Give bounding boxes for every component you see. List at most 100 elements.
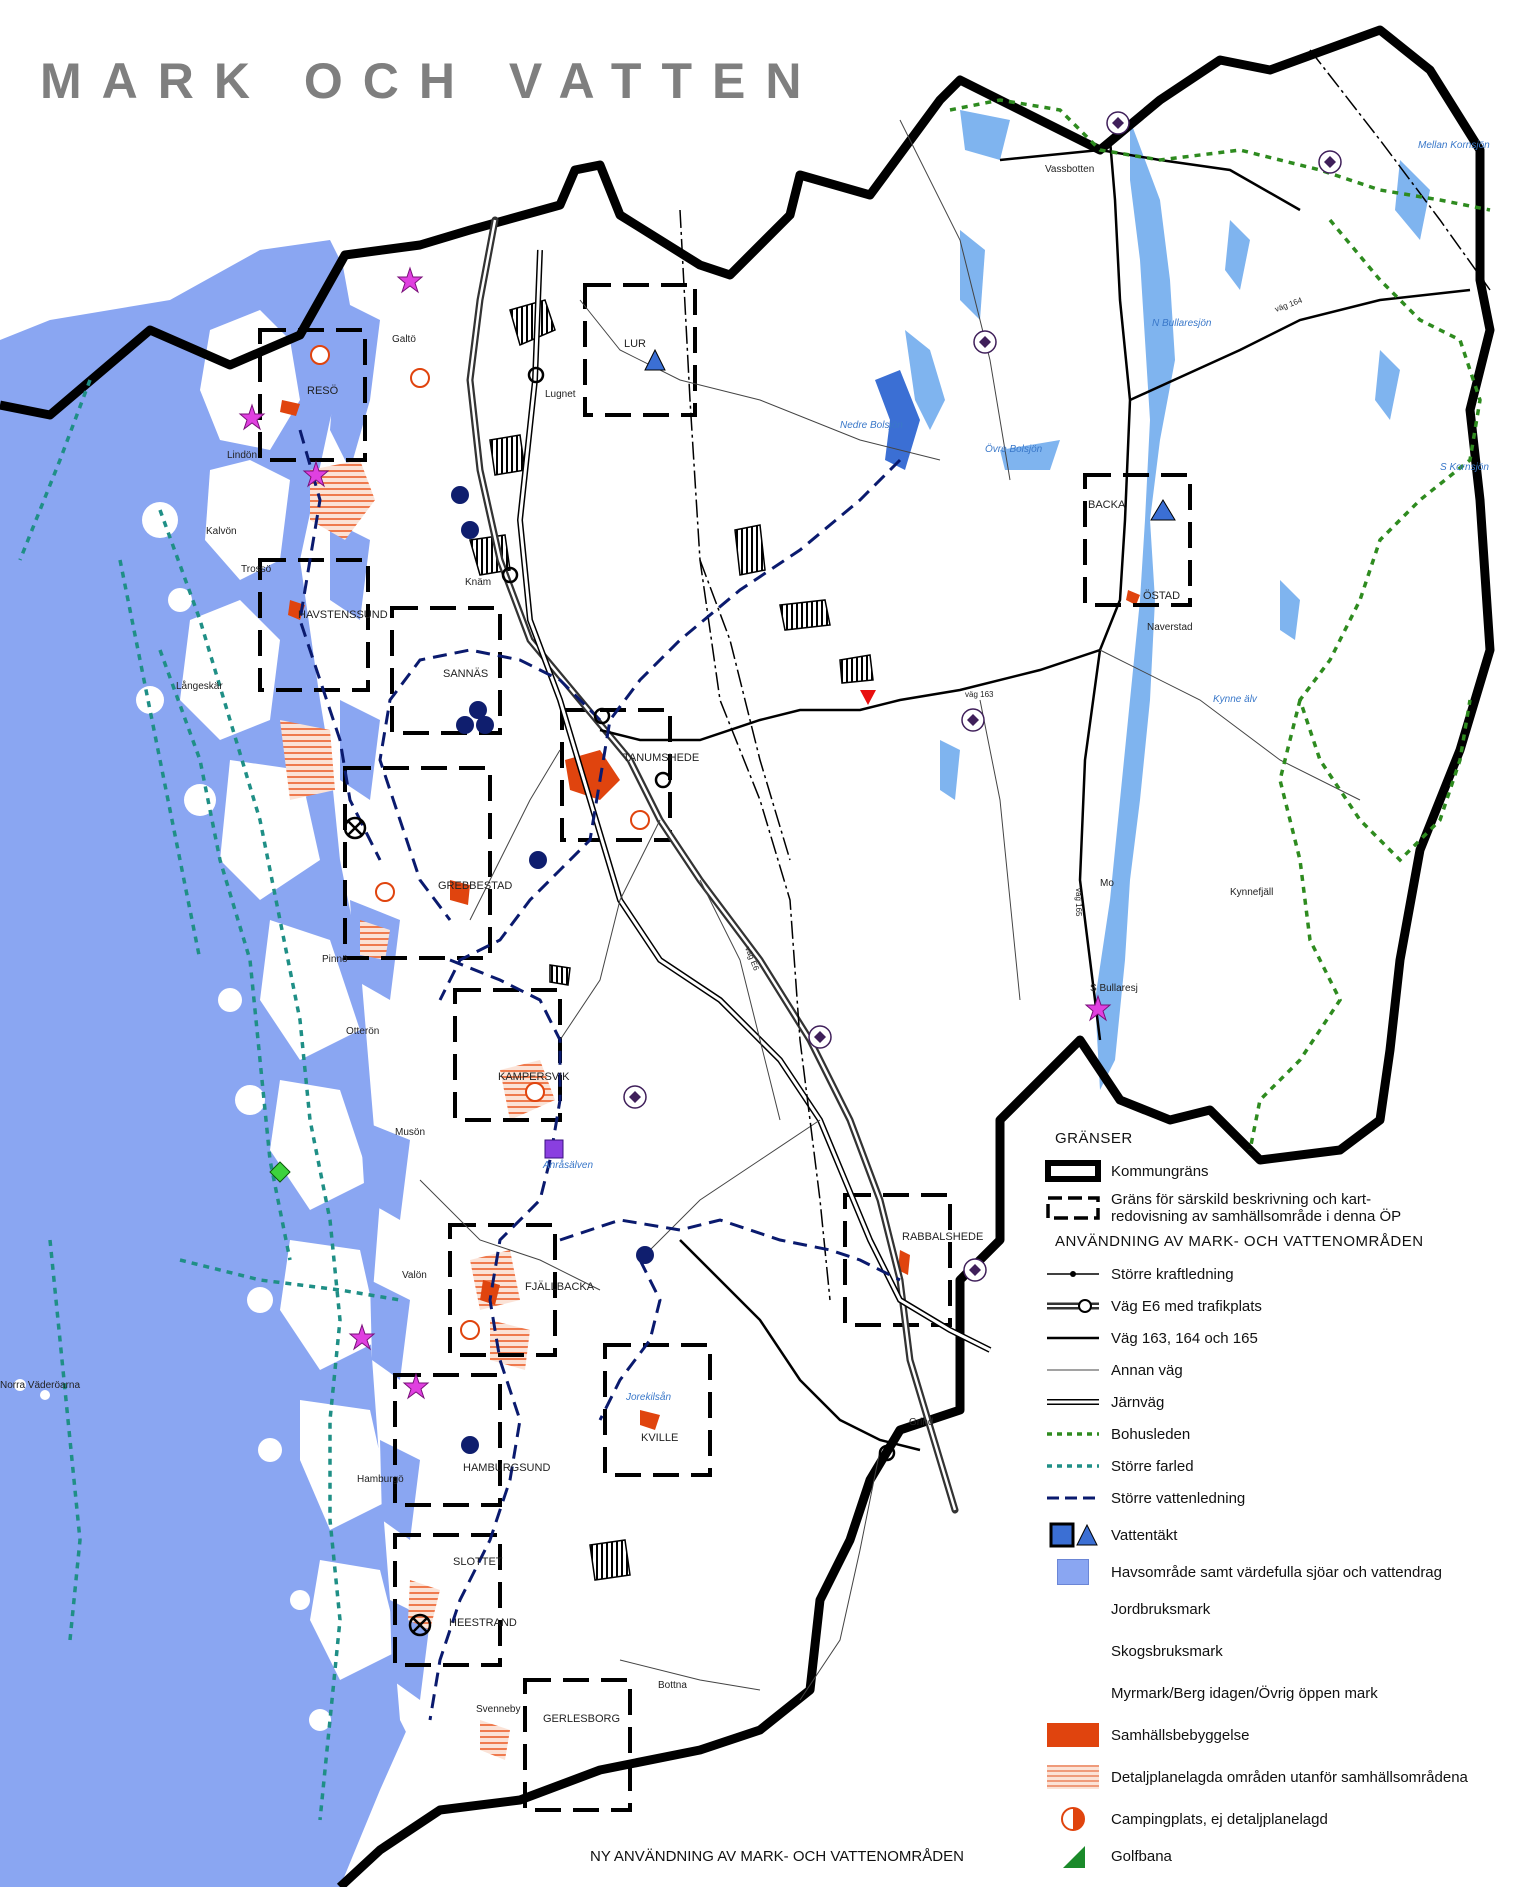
misc-markers (269, 366, 896, 1637)
legend-item-jarnvag: Järnväg (1035, 1386, 1535, 1418)
legend-item-vattenledning: Större vattenledning (1035, 1482, 1535, 1514)
place-label: Vassbotten (1045, 164, 1094, 175)
legend-label: Väg E6 med trafikplats (1111, 1297, 1262, 1315)
legend-label: Campingplats, ej detaljplanelagd (1111, 1810, 1328, 1828)
water-intakes (644, 348, 1176, 521)
water-mains (298, 429, 902, 1721)
legend-label: Större farled (1111, 1457, 1194, 1475)
legend-item-vag: Väg 163, 164 och 165 (1035, 1322, 1535, 1354)
detail-plan-areas (280, 460, 555, 1760)
vattenledning-symbol (1035, 1483, 1111, 1513)
e6-symbol (1035, 1291, 1111, 1321)
legend-item-samhallsgrans: Gräns för särskild beskrivning och kart-… (1035, 1187, 1535, 1229)
legend-label: Större vattenledning (1111, 1489, 1246, 1507)
place-label: KAMPERSVIK (498, 1071, 570, 1083)
place-label: Galtö (392, 334, 416, 345)
lakes (875, 110, 1430, 1090)
kraftledning-symbol (1035, 1259, 1111, 1289)
bohusleden (949, 98, 1491, 1151)
water-label: Jorekilsån (625, 1391, 671, 1403)
water-label: N Bullaresjön (1152, 318, 1212, 329)
place-label: Hamburgö (357, 1474, 404, 1485)
jordbruk-symbol (1035, 1594, 1111, 1624)
legend-item-kraftledning: Större kraftledning (1035, 1258, 1535, 1290)
legend-heading-2: ANVÄNDNING AV MARK- OCH VATTENOMRÅDEN (1055, 1233, 1424, 1250)
place-label: Kynnefjäll (1230, 887, 1273, 898)
place-label: LUR (624, 338, 646, 350)
legend-label: Skogsbruksmark (1111, 1642, 1223, 1660)
vag-symbol (1035, 1323, 1111, 1353)
legend-label: Golfbana (1111, 1847, 1172, 1865)
legend-item-hav: Havsområde samt värdefulla sjöar och vat… (1035, 1556, 1535, 1588)
legend: GRÄNSER Kommungräns Gräns för särskild b… (1035, 1130, 1535, 1872)
camping-icon (1035, 1804, 1111, 1834)
legend-label: Myrmark/Berg idagen/Övrig öppen mark (1111, 1684, 1378, 1702)
legend-item-kommungrans: Kommungräns (1035, 1155, 1535, 1187)
samhalle-symbol (1035, 1720, 1111, 1750)
place-label: Lugnet (545, 389, 576, 400)
water-label: Kynne älv (1213, 694, 1258, 705)
place-label: Bottna (658, 1680, 687, 1691)
place-label: Musön (395, 1127, 425, 1138)
annan-vag-symbol (1035, 1355, 1111, 1385)
place-label: BACKA (1088, 499, 1126, 511)
place-label: Valön (402, 1270, 427, 1281)
place-label: GERLESBORG (543, 1713, 620, 1725)
legend-item-annan-vag: Annan väg (1035, 1354, 1535, 1386)
legend-item-skogsbruk: Skogsbruksmark (1035, 1630, 1535, 1672)
legend-item-camping: Campingplats, ej detaljplanelagd (1035, 1798, 1535, 1840)
place-label: Knäm (465, 577, 491, 588)
legend-item-farled: Större farled (1035, 1450, 1535, 1482)
legend-item-golf: Golfbana (1035, 1840, 1535, 1872)
municipal-boundary (0, 25, 1495, 1887)
place-label: KVILLE (641, 1432, 678, 1444)
place-label: HAVSTENSSUND (298, 609, 388, 621)
legend-item-bohusleden: Bohusleden (1035, 1418, 1535, 1450)
road-label: väg 165 (1074, 888, 1083, 917)
farled (18, 379, 401, 1821)
legend-label: Havsområde samt värdefulla sjöar och vat… (1111, 1563, 1442, 1581)
place-label: Lindön (227, 450, 257, 461)
legend-label: Gräns för särskild beskrivning och kart-… (1111, 1191, 1402, 1225)
legend-item-detaljplan: Detaljplanelagda områden utanför samhäll… (1035, 1756, 1535, 1798)
place-label: Pinnö (322, 954, 348, 965)
place-label: GREBBESTAD (438, 880, 512, 892)
jarnvag-symbol (1035, 1387, 1111, 1417)
mainland (320, 30, 1490, 1800)
legend-label: Järnväg (1111, 1393, 1165, 1411)
legend-label: Annan väg (1111, 1361, 1183, 1379)
myrmark-symbol (1035, 1678, 1111, 1708)
legend-label: Detaljplanelagda områden utanför samhäll… (1111, 1768, 1468, 1786)
place-label: Svenneby (476, 1704, 520, 1715)
place-label: Otterön (346, 1026, 379, 1037)
place-label: SLOTTET (453, 1556, 503, 1568)
legend-item-jordbruk: Jordbruksmark (1035, 1588, 1535, 1630)
new-use-heading: NY ANVÄNDNING AV MARK- OCH VATTENOMRÅDEN (590, 1848, 964, 1865)
legend-label: Jordbruksmark (1111, 1600, 1211, 1618)
legend-label: Samhällsbebyggelse (1111, 1726, 1250, 1744)
place-label: TANUMSHEDE (623, 752, 699, 764)
kommungrans-symbol (1035, 1156, 1111, 1186)
legend-heading: GRÄNSER (1055, 1130, 1133, 1147)
power-lines (679, 49, 1491, 1301)
place-label: Grind (909, 1417, 933, 1428)
vattentakt-symbol (1035, 1520, 1111, 1550)
star-markers (238, 266, 1112, 1400)
place-label: RABBALSHEDE (902, 1231, 983, 1243)
place-label: Naverstad (1147, 622, 1193, 633)
water-label: Nedre Bolsjön (840, 420, 903, 431)
legend-item-vattentakt: Vattentäkt (1035, 1514, 1535, 1556)
golf-icon (1035, 1841, 1111, 1871)
place-label: ÖSTAD (1143, 590, 1180, 602)
place-label: FJÄLLBACKA (525, 1281, 595, 1293)
road-label: väg 163 (965, 690, 994, 699)
place-label: HEESTRAND (449, 1617, 517, 1629)
place-label: Långeskär (176, 680, 223, 692)
legend-item-myrmark: Myrmark/Berg idagen/Övrig öppen mark (1035, 1672, 1535, 1714)
place-label: Norra Väderöarna (0, 1380, 80, 1391)
place-label: Trossö (241, 564, 272, 575)
page-title: MARK OCH VATTEN (40, 53, 822, 109)
blue-markers (451, 486, 654, 1454)
legend-item-samhalle: Samhällsbebyggelse (1035, 1714, 1535, 1756)
